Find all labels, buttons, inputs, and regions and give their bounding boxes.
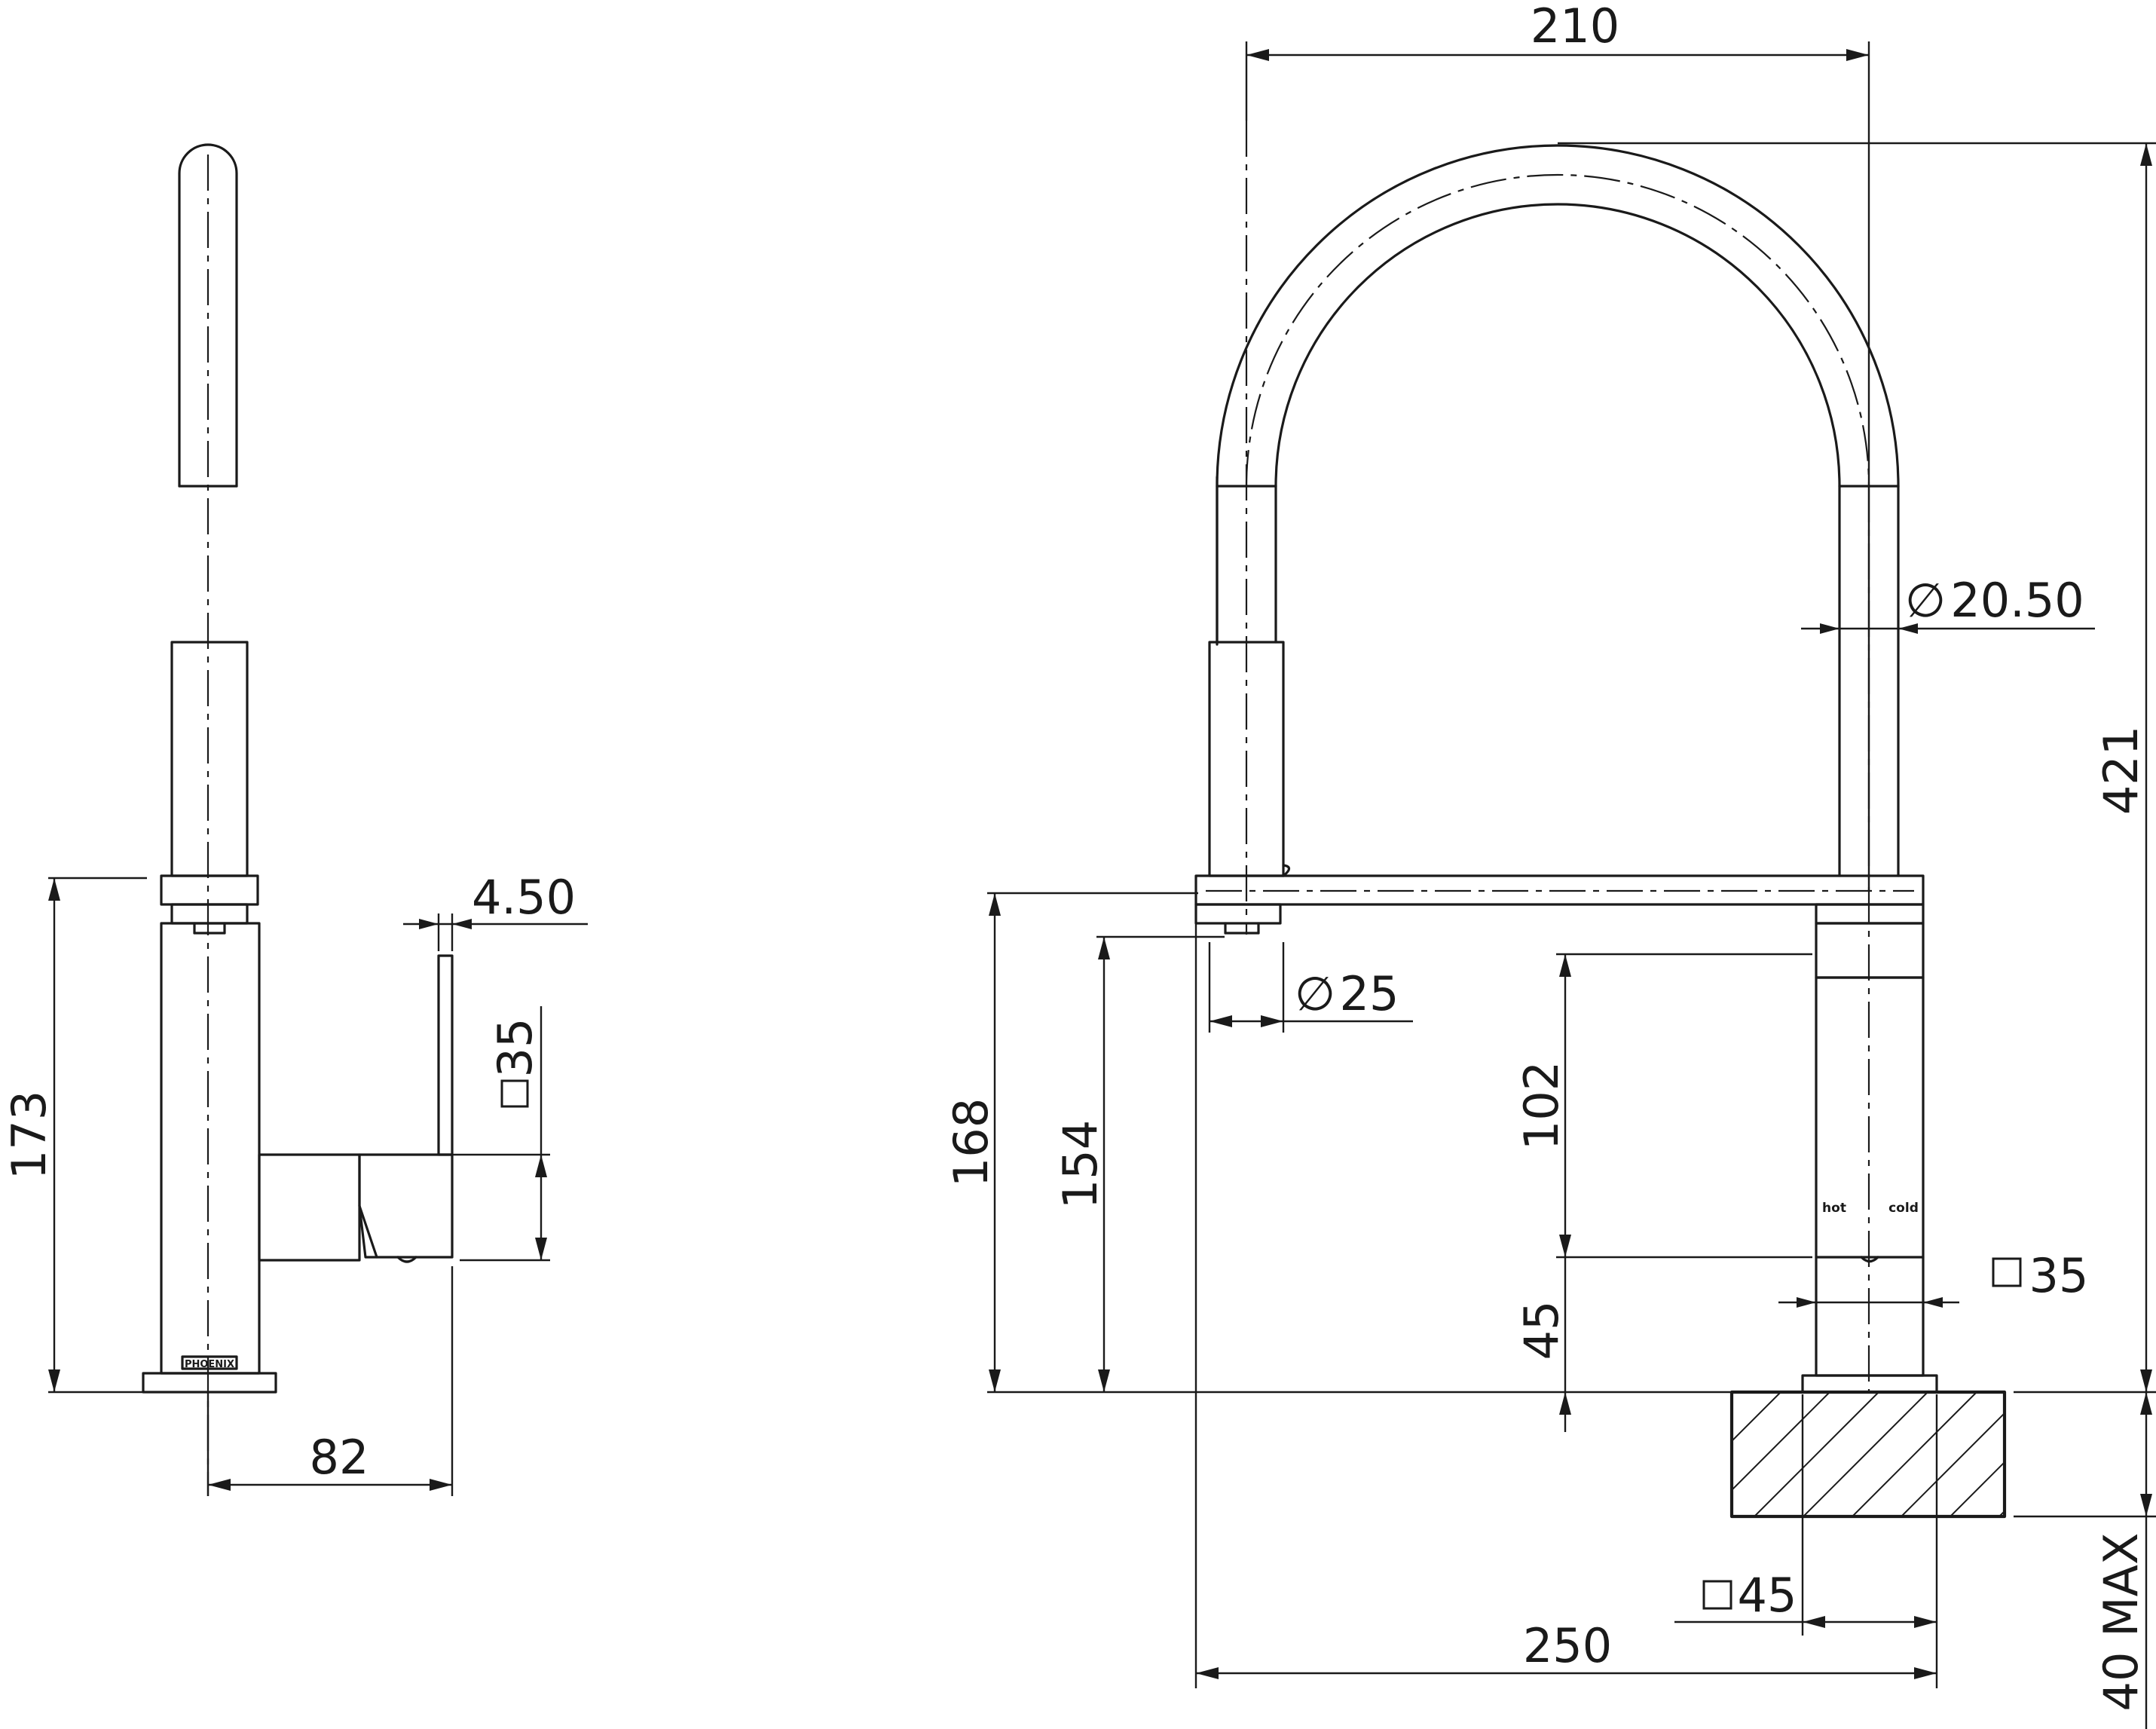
dim-20-50: 20.50	[1950, 573, 2084, 628]
front-view: hot cold 210 421	[943, 0, 2156, 1729]
dim-45-height: 45	[1514, 1301, 1569, 1360]
dim-173: 173	[2, 1091, 57, 1180]
side-spout-tube	[178, 143, 238, 488]
dim-210: 210	[1531, 0, 1619, 54]
side-hose-sleeve	[170, 641, 249, 877]
dim-154: 154	[1053, 1120, 1108, 1209]
front-horizontal-bar	[1194, 874, 1925, 906]
diameter-symbol-2: ∅	[1295, 966, 1335, 1021]
dim-4-50: 4.50	[472, 870, 576, 925]
gooseneck-centerline	[1245, 173, 1870, 487]
side-lever	[437, 954, 454, 1156]
cold-label: cold	[1888, 1201, 1919, 1216]
side-body	[160, 922, 261, 1375]
diameter-symbol-1: ∅	[1905, 573, 1946, 628]
dim-82: 82	[310, 1430, 369, 1485]
dim-421: 421	[2093, 726, 2148, 815]
dim-front-35: 35	[2029, 1248, 2089, 1303]
gooseneck-inner-arc	[1274, 203, 1841, 488]
square-symbol-3	[1702, 1580, 1732, 1610]
mounting-section	[1729, 1390, 2007, 1519]
dim-25: 25	[1340, 966, 1399, 1021]
dim-250: 250	[1523, 1618, 1612, 1673]
hatch-pattern	[1732, 1392, 2005, 1516]
dim-40-max: 40 MAX	[2093, 1533, 2148, 1712]
square-symbol	[500, 1079, 529, 1108]
brand-label: PHOENIX	[185, 1359, 234, 1370]
dim-base-45: 45	[1738, 1568, 1797, 1623]
dim-102: 102	[1514, 1061, 1569, 1150]
dim-168: 168	[943, 1098, 998, 1187]
gooseneck-outer-arc	[1216, 144, 1900, 488]
side-collar	[160, 874, 259, 906]
hot-label: hot	[1822, 1201, 1846, 1216]
side-view: PHOENIX 173 82 4.50 35	[2, 143, 588, 1496]
side-handle-block	[258, 1153, 361, 1262]
side-base-plate	[142, 1372, 277, 1394]
dim-side-35: 35	[488, 1018, 543, 1078]
square-symbol-2	[1992, 1257, 2022, 1287]
